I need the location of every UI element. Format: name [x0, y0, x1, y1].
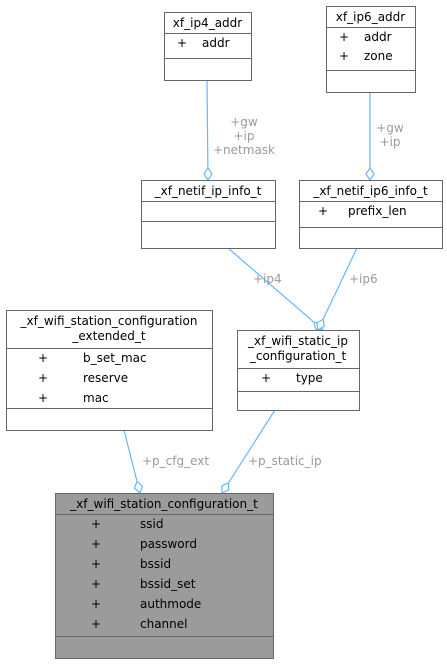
member-visibility: + [91, 577, 101, 591]
member-name: reserve [83, 371, 128, 385]
edge-label: +p_static_ip [248, 454, 322, 468]
class-box-static-ip: _xf_wifi_static_ip_configuration_t + type [237, 330, 360, 411]
member-name: addr [364, 30, 392, 44]
member-visibility: + [38, 351, 48, 365]
member-visibility: + [38, 391, 48, 405]
aggregation-diamond-icon [203, 166, 213, 182]
edge-ip6-to-netif-ip6: +gw+ip [365, 92, 404, 182]
member-name: addr [202, 36, 230, 50]
member-name: b_set_mac [83, 351, 147, 365]
member-visibility: + [91, 597, 101, 611]
association-line [227, 409, 276, 484]
member-visibility: + [91, 557, 101, 571]
class-box-ip6: xf_ip6_addr + addr + zone [326, 6, 416, 93]
member-visibility: + [339, 49, 349, 63]
class-box-frame [326, 6, 416, 93]
member-name: authmode [140, 597, 201, 611]
edge-label: +gw [376, 121, 404, 135]
class-box-frame [237, 330, 360, 411]
member-name: prefix_len [348, 204, 407, 218]
member-name: bssid [140, 557, 171, 571]
member-visibility: + [91, 517, 101, 531]
edge-label: +ip4 [253, 272, 282, 286]
member-visibility: + [339, 30, 349, 44]
class-title: _xf_wifi_station_configuration [20, 314, 198, 328]
class-box-ext: _xf_wifi_station_configuration_extended_… [6, 310, 213, 431]
member-visibility: + [177, 36, 187, 50]
edge-label: +netmask [213, 143, 275, 157]
member-name: bssid_set [140, 577, 196, 591]
aggregation-diamond-icon [221, 481, 230, 494]
edge-static-to-main: +p_static_ip [221, 409, 322, 494]
aggregation-diamond-icon [133, 480, 144, 495]
class-box-frame [299, 180, 443, 249]
member-name: zone [364, 49, 393, 63]
association-line [206, 79, 209, 169]
class-box-frame [164, 12, 252, 81]
aggregation-diamond-icon [316, 318, 325, 331]
class-box-netif-ip6: _xf_netif_ip6_info_t + prefix_len [299, 180, 443, 249]
member-visibility: + [38, 371, 48, 385]
association-line [322, 247, 358, 320]
edges-layer: +gw+ip+netmask+gw+ip+ip4+ip6+p_cfg_ext+p… [123, 79, 404, 495]
class-box-main: _xf_wifi_station_configuration_t + ssid + pa… [55, 493, 274, 659]
member-visibility: + [261, 371, 271, 385]
class-box-netif-ip: _xf_netif_ip_info_t [141, 180, 276, 249]
aggregation-diamond-icon [365, 166, 375, 182]
class-box-frame [6, 310, 213, 431]
class-title: _xf_netif_ip_info_t [154, 184, 262, 198]
edge-label: +ip [233, 129, 254, 143]
association-line [227, 247, 315, 323]
member-visibility: + [318, 204, 328, 218]
member-visibility: + [91, 537, 101, 551]
edge-label: +p_cfg_ext [142, 454, 209, 468]
edge-label: +ip [379, 135, 400, 149]
member-name: mac [83, 391, 109, 405]
edge-netif-ip-to-static: +ip4 [227, 247, 324, 331]
class-title: _xf_wifi_static_ip [247, 334, 348, 348]
edge-ext-to-main: +p_cfg_ext [123, 429, 209, 495]
member-name: channel [140, 617, 187, 631]
class-title: xf_ip6_addr [336, 10, 406, 24]
member-name: password [140, 537, 197, 551]
member-visibility: + [91, 617, 101, 631]
boxes-layer: xf_ip4_addr + addr xf_ip6_addr + addr + zone _xf… [6, 6, 443, 659]
member-name: type [296, 371, 323, 385]
edge-label: +ip6 [349, 272, 378, 286]
class-title: _extended_t [71, 329, 146, 343]
class-title: _configuration_t [249, 349, 347, 363]
class-box-frame [55, 493, 274, 659]
edge-label: +gw [230, 115, 258, 129]
class-title: _xf_wifi_station_configuration_t [69, 497, 258, 511]
class-title: _xf_netif_ip6_info_t [312, 184, 428, 198]
class-box-ip4: xf_ip4_addr + addr [164, 12, 252, 81]
class-title: xf_ip4_addr [173, 16, 243, 30]
edge-ip4-to-netif-ip: +gw+ip+netmask [203, 79, 275, 182]
class-box-frame [141, 180, 276, 249]
association-line [123, 429, 138, 482]
edge-netif-ip6-to-static: +ip6 [316, 247, 378, 331]
member-name: ssid [140, 517, 163, 531]
